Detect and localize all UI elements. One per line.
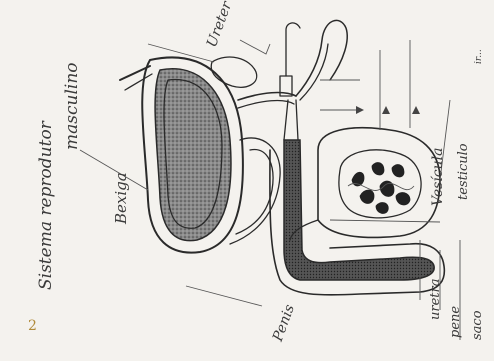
title-line-1: Sistema reprodutor <box>36 121 56 290</box>
label-uretra: uretra <box>428 279 443 320</box>
seminal-vesicle <box>211 57 256 87</box>
label-vesicula: Vesícula <box>430 148 446 206</box>
vas-deferens <box>296 20 347 96</box>
label-testiculo: testiculo <box>456 143 471 200</box>
title-line-2: masculino <box>62 62 82 150</box>
label-bexiga: Bexiga <box>112 172 130 224</box>
margin-note: ir... <box>474 49 484 64</box>
label-saco: saco <box>470 310 485 340</box>
page-number: 2 <box>28 318 37 334</box>
bladder-inner <box>155 69 231 241</box>
label-pene: pene <box>448 306 463 338</box>
